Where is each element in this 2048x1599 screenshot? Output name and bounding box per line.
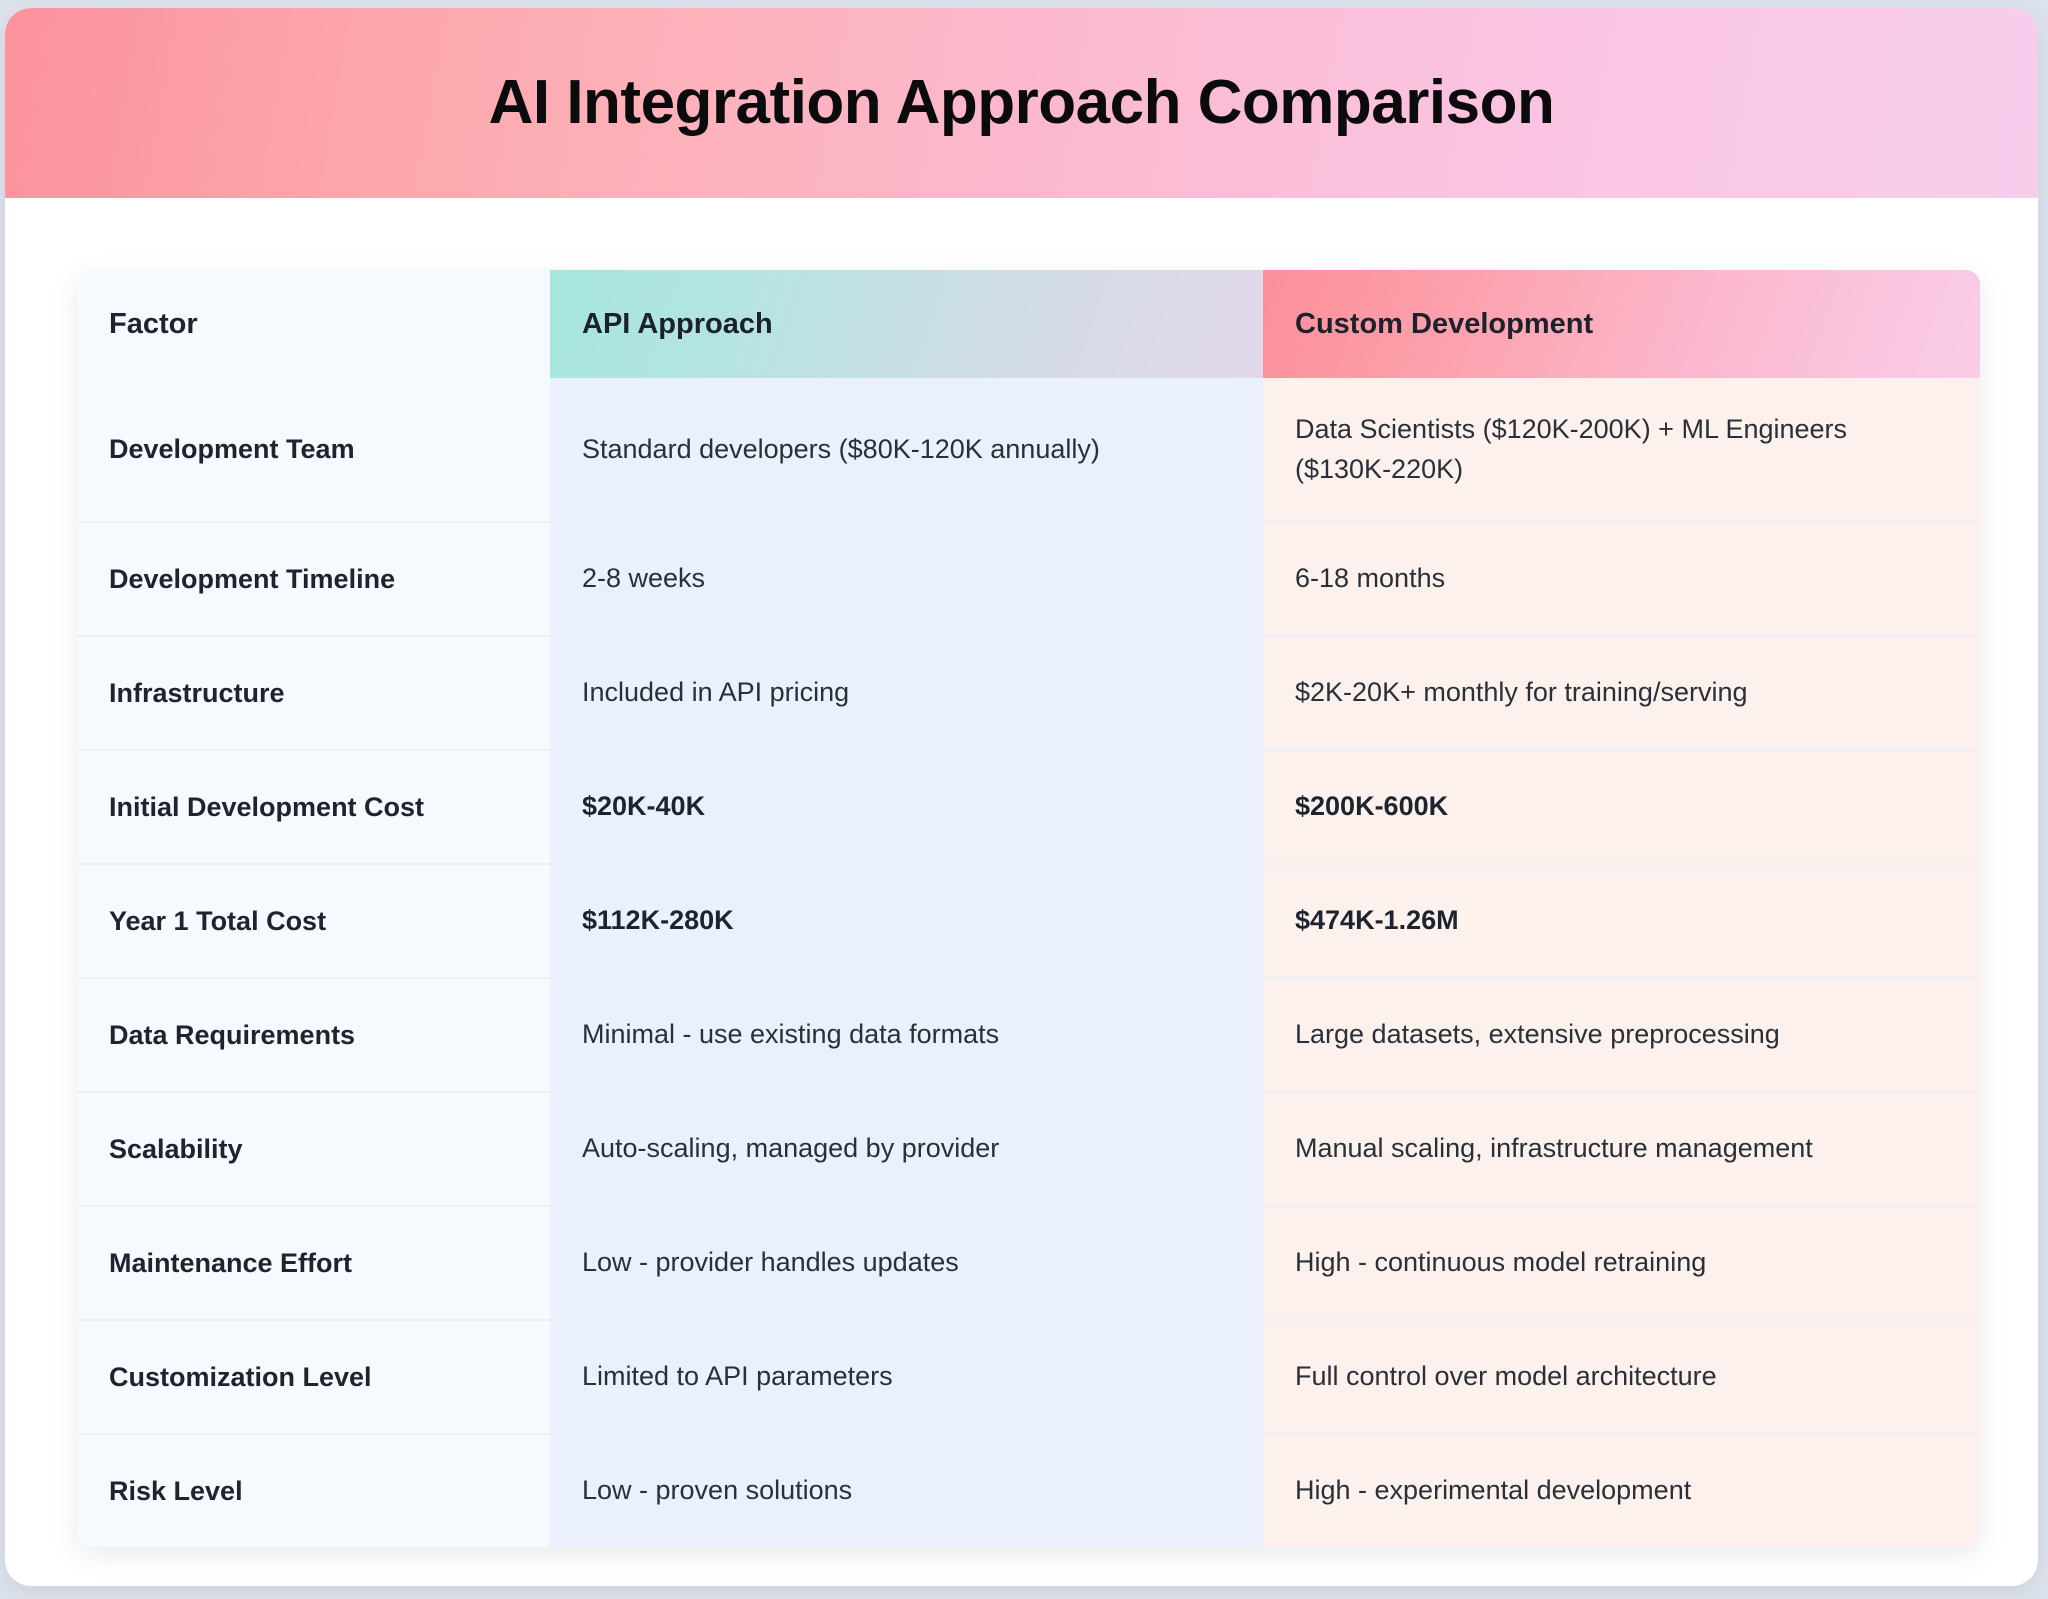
row-api-value: Standard developers ($80K-120K annually)	[582, 433, 1100, 464]
row-factor-label: Maintenance Effort	[109, 1247, 353, 1278]
row-factor-cell: Risk Level	[77, 1435, 550, 1547]
table-row: Customization Level Limited to API parame…	[77, 1321, 1980, 1435]
table-body: Development Team Standard developers ($80…	[77, 378, 1980, 1547]
row-custom-cell: Large datasets, extensive preprocessing	[1263, 979, 1980, 1091]
row-factor-label: Development Team	[109, 434, 355, 465]
row-factor-label: Infrastructure	[109, 677, 285, 708]
row-api-value: Auto-scaling, managed by provider	[582, 1133, 1000, 1164]
row-factor-cell: Scalability	[77, 1093, 550, 1205]
row-custom-value: Manual scaling, infrastructure managemen…	[1295, 1133, 1813, 1164]
table-row: Risk Level Low - proven solutions High - e…	[77, 1435, 1980, 1547]
table-row: Maintenance Effort Low - provider handles…	[77, 1207, 1980, 1321]
row-api-value: Low - proven solutions	[582, 1475, 853, 1506]
row-custom-cell: $200K-600K	[1263, 751, 1980, 863]
row-custom-cell: Data Scientists ($120K-200K) + ML Engine…	[1263, 378, 1980, 521]
row-custom-value: $200K-600K	[1295, 791, 1449, 822]
column-header-factor: Factor	[77, 270, 550, 378]
row-factor-cell: Initial Development Cost	[77, 751, 550, 863]
table-row: Initial Development Cost $20K-40K $200K-60…	[77, 751, 1980, 865]
row-api-value: Included in API pricing	[582, 677, 850, 708]
row-api-cell: Auto-scaling, managed by provider	[550, 1093, 1263, 1205]
row-factor-label: Risk Level	[109, 1475, 243, 1506]
table-row: Development Team Standard developers ($80…	[77, 378, 1980, 523]
table-row: Infrastructure Included in API pricing $2K…	[77, 637, 1980, 751]
column-header-custom-development: Custom Development	[1263, 270, 1980, 378]
table-row: Data Requirements Minimal - use existing …	[77, 979, 1980, 1093]
row-factor-cell: Development Timeline	[77, 523, 550, 635]
row-custom-cell: Manual scaling, infrastructure managemen…	[1263, 1093, 1980, 1205]
row-custom-value: Full control over model architecture	[1295, 1361, 1717, 1392]
row-custom-cell: Full control over model architecture	[1263, 1321, 1980, 1433]
table-header-row: Factor API Approach Custom Development	[77, 270, 1980, 378]
row-factor-cell: Year 1 Total Cost	[77, 865, 550, 977]
row-api-value: $20K-40K	[582, 791, 706, 822]
row-custom-cell: High - experimental development	[1263, 1435, 1980, 1547]
row-custom-cell: High - continuous model retraining	[1263, 1207, 1980, 1319]
row-custom-value: Data Scientists ($120K-200K) + ML Engine…	[1295, 414, 1848, 484]
row-custom-value: Large datasets, extensive preprocessing	[1295, 1019, 1780, 1050]
column-header-custom-development-label: Custom Development	[1295, 307, 1594, 340]
row-factor-label: Initial Development Cost	[109, 791, 425, 822]
row-api-cell: Standard developers ($80K-120K annually)	[550, 378, 1263, 521]
row-factor-label: Scalability	[109, 1133, 243, 1164]
row-factor-cell: Maintenance Effort	[77, 1207, 550, 1319]
row-factor-label: Development Timeline	[109, 563, 396, 594]
row-custom-value: 6-18 months	[1295, 563, 1446, 594]
row-custom-cell: 6-18 months	[1263, 523, 1980, 635]
row-api-cell: Low - provider handles updates	[550, 1207, 1263, 1319]
page-title: AI Integration Approach Comparison	[488, 68, 1555, 137]
row-api-value: 2-8 weeks	[582, 563, 706, 594]
row-custom-value: High - continuous model retraining	[1295, 1247, 1707, 1278]
column-header-api-approach-label: API Approach	[582, 307, 773, 340]
row-api-value: Limited to API parameters	[582, 1361, 893, 1392]
row-custom-value: High - experimental development	[1295, 1475, 1692, 1506]
table-row: Development Timeline 2-8 weeks 6-18 months	[77, 523, 1980, 637]
row-factor-cell: Data Requirements	[77, 979, 550, 1091]
table-row: Scalability Auto-scaling, managed by prov…	[77, 1093, 1980, 1207]
row-api-cell: 2-8 weeks	[550, 523, 1263, 635]
row-factor-cell: Infrastructure	[77, 637, 550, 749]
column-header-factor-label: Factor	[109, 307, 198, 340]
comparison-table: Factor API Approach Custom Development D…	[77, 270, 1980, 1547]
table-row: Year 1 Total Cost $112K-280K $474K-1.26M	[77, 865, 1980, 979]
row-custom-value: $2K-20K+ monthly for training/serving	[1295, 677, 1748, 708]
row-api-cell: Limited to API parameters	[550, 1321, 1263, 1433]
column-header-api-approach: API Approach	[550, 270, 1263, 378]
row-api-cell: Included in API pricing	[550, 637, 1263, 749]
row-factor-cell: Customization Level	[77, 1321, 550, 1433]
row-custom-cell: $2K-20K+ monthly for training/serving	[1263, 637, 1980, 749]
page-card: AI Integration Approach Comparison Facto…	[5, 8, 2038, 1586]
row-factor-label: Year 1 Total Cost	[109, 905, 327, 936]
row-custom-value: $474K-1.26M	[1295, 905, 1459, 936]
row-factor-label: Data Requirements	[109, 1019, 356, 1050]
title-banner: AI Integration Approach Comparison	[5, 8, 2038, 198]
row-factor-label: Customization Level	[109, 1361, 372, 1392]
row-custom-cell: $474K-1.26M	[1263, 865, 1980, 977]
row-api-cell: Minimal - use existing data formats	[550, 979, 1263, 1091]
row-factor-cell: Development Team	[77, 378, 550, 521]
row-api-cell: $20K-40K	[550, 751, 1263, 863]
row-api-value: Minimal - use existing data formats	[582, 1019, 1000, 1050]
row-api-cell: Low - proven solutions	[550, 1435, 1263, 1547]
row-api-value: $112K-280K	[582, 905, 734, 936]
row-api-value: Low - provider handles updates	[582, 1247, 959, 1278]
row-api-cell: $112K-280K	[550, 865, 1263, 977]
